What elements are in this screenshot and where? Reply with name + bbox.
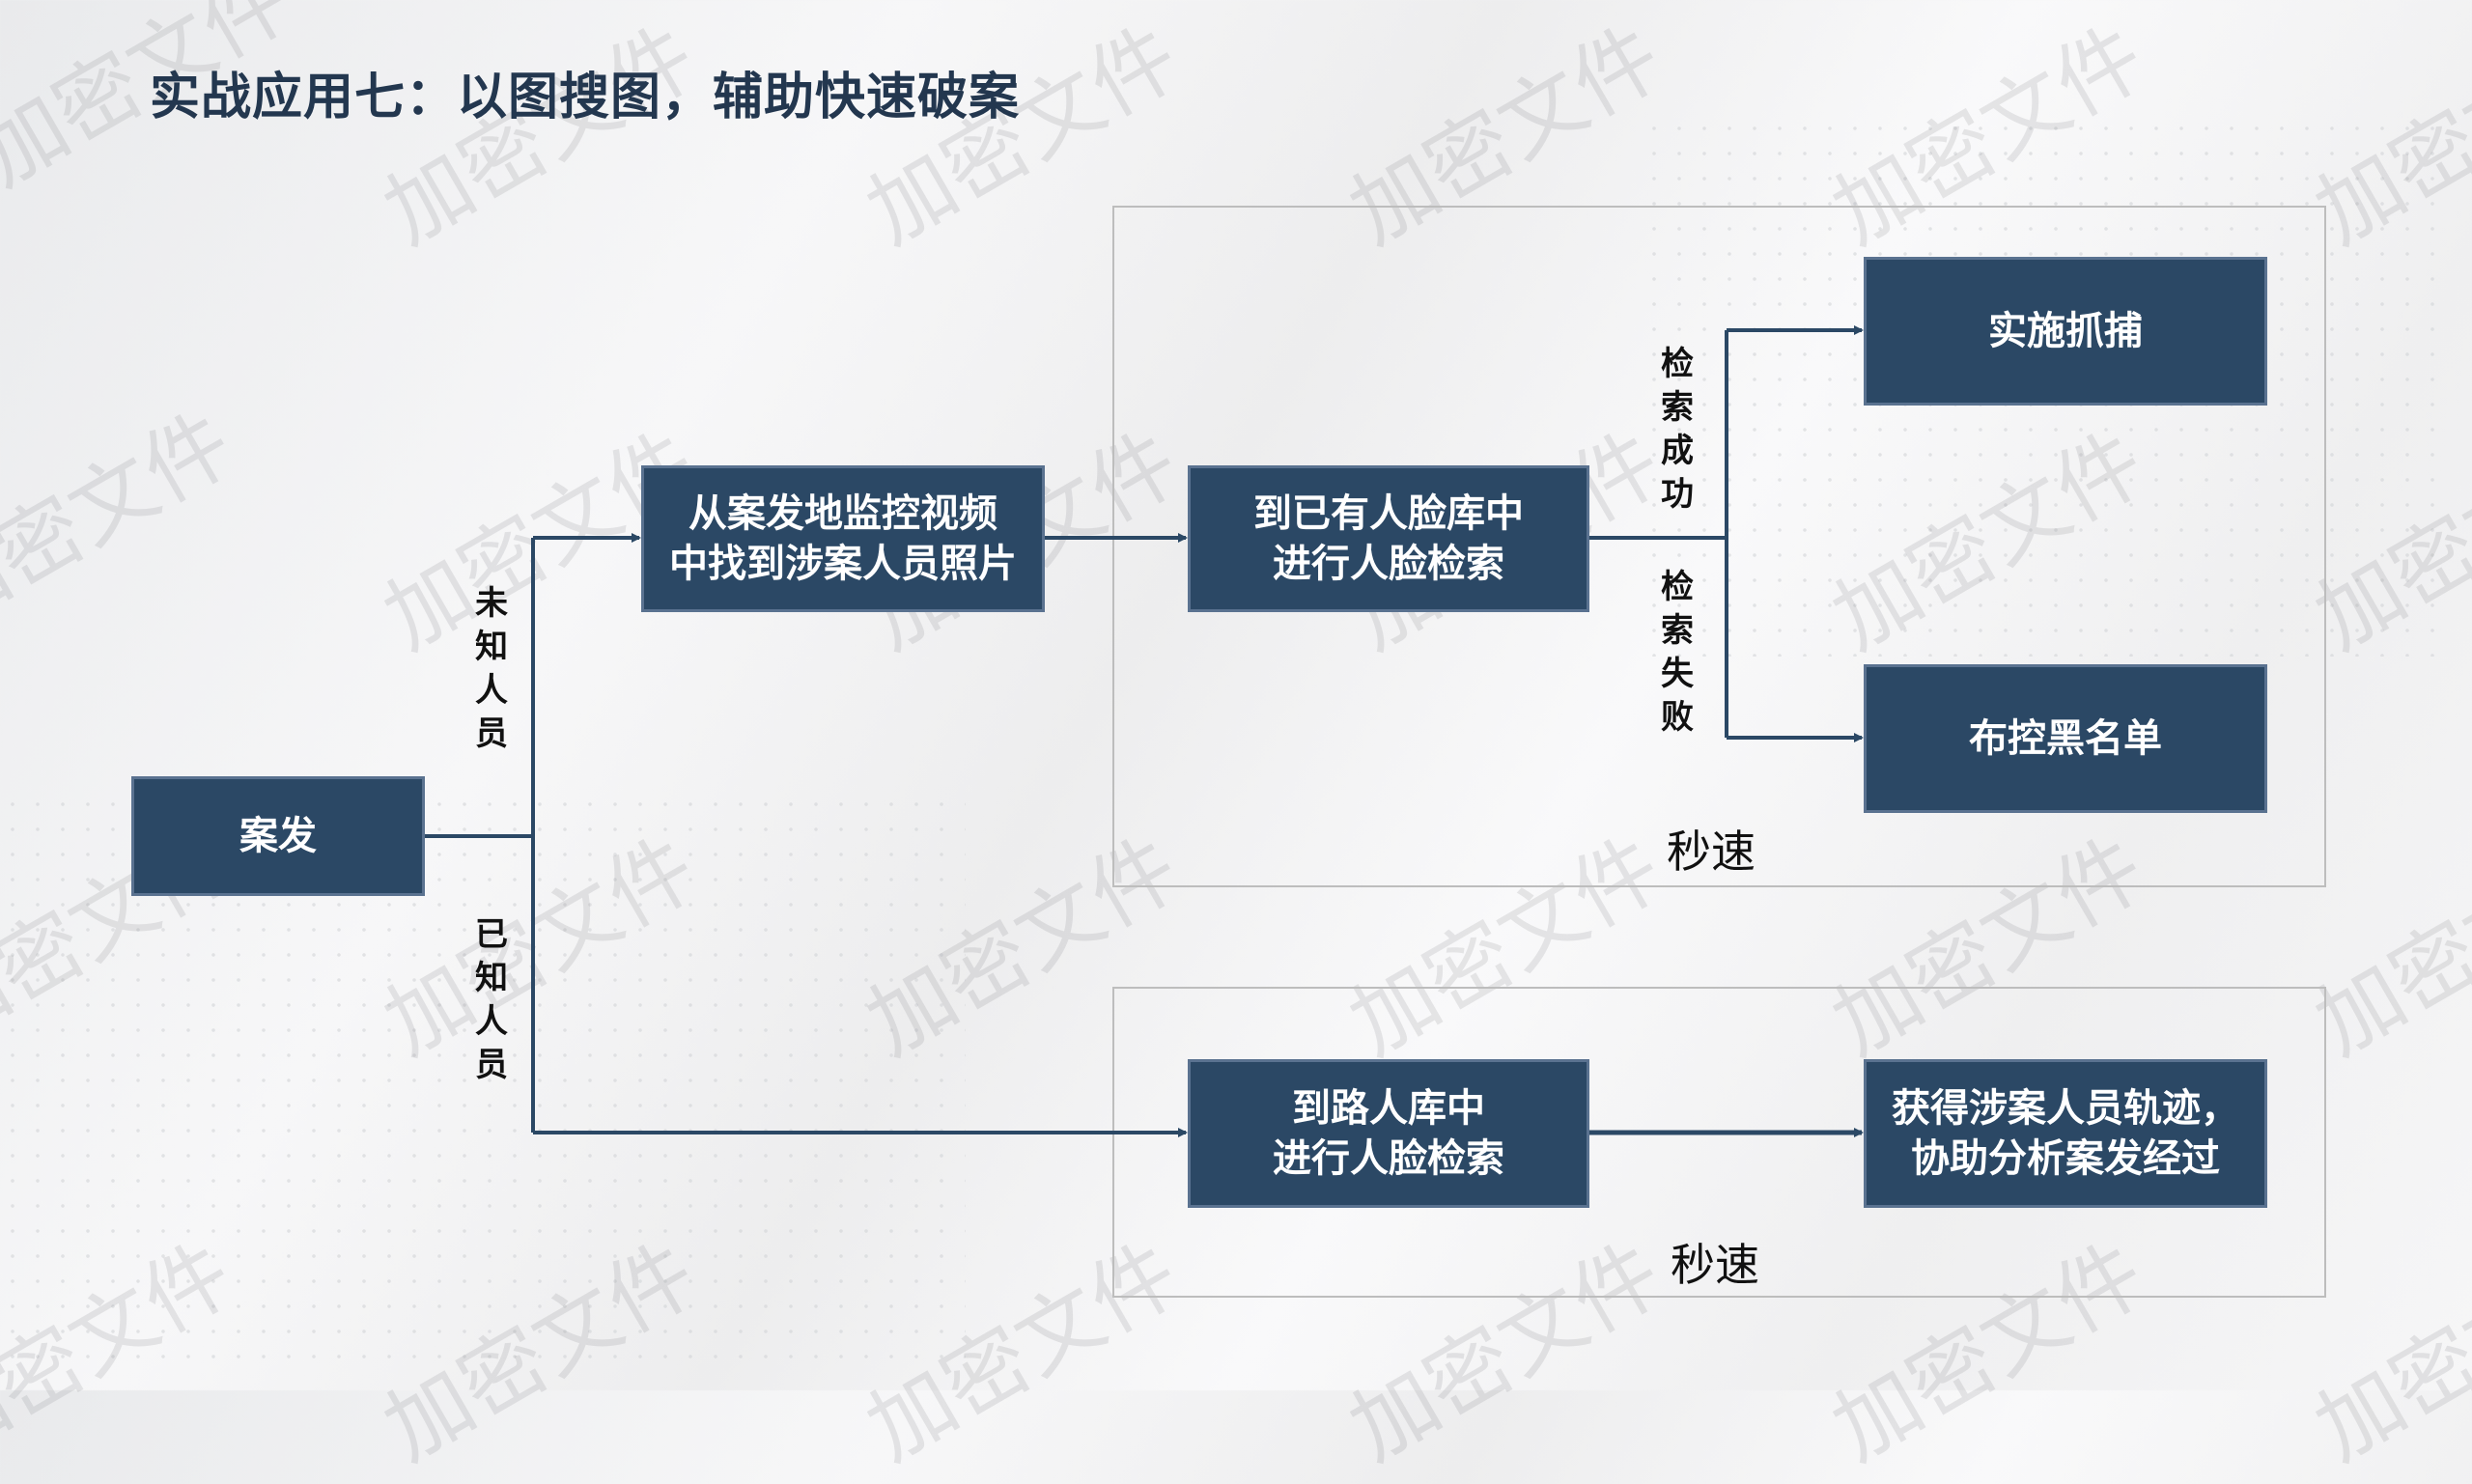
search-failure-label: 检索失败 bbox=[1661, 568, 1694, 737]
speed-label-bottom: 秒速 bbox=[1671, 1239, 1759, 1291]
arrest-box: 实施抓捕 bbox=[1864, 257, 2267, 406]
arrest-label: 实施抓捕 bbox=[1988, 309, 2143, 353]
blacklist-box: 布控黑名单 bbox=[1864, 664, 2267, 813]
face-db-box: 到已有人脸库中 进行人脸检索 bbox=[1188, 465, 1589, 612]
trajectory-box: 获得涉案人员轨迹， 协助分析案发经过 bbox=[1864, 1059, 2267, 1208]
find-photo-line-2: 中找到涉案人员照片 bbox=[669, 542, 1017, 586]
find-photo-box: 从案发地监控视频 中找到涉案人员照片 bbox=[641, 465, 1045, 612]
page-title: 实战应用七：以图搜图，辅助快速破案 bbox=[150, 69, 1021, 126]
fast-search-frame-bottom bbox=[1112, 987, 2326, 1298]
road-db-line-2: 进行人脸检索 bbox=[1273, 1136, 1504, 1181]
fast-search-frame-top bbox=[1112, 206, 2326, 887]
case-label: 案发 bbox=[239, 814, 317, 858]
search-success-label: 检索成功 bbox=[1661, 345, 1694, 514]
unknown-person-label: 未知人员 bbox=[475, 584, 508, 753]
blacklist-label: 布控黑名单 bbox=[1969, 716, 2162, 761]
find-photo-line-1: 从案发地监控视频 bbox=[688, 491, 997, 536]
trajectory-line-1: 获得涉案人员轨迹， bbox=[1892, 1086, 2239, 1131]
road-db-box: 到路人库中 进行人脸检索 bbox=[1188, 1059, 1589, 1208]
connector-lines bbox=[425, 325, 1864, 1137]
face-db-line-2: 进行人脸检索 bbox=[1273, 542, 1504, 586]
road-db-line-1: 到路人库中 bbox=[1292, 1086, 1485, 1131]
face-db-line-1: 到已有人脸库中 bbox=[1253, 491, 1524, 536]
case-box: 案发 bbox=[131, 776, 425, 896]
speed-label-top: 秒速 bbox=[1667, 826, 1756, 878]
trajectory-line-2: 协助分析案发经过 bbox=[1911, 1136, 2220, 1181]
known-person-label: 已知人员 bbox=[475, 915, 508, 1084]
